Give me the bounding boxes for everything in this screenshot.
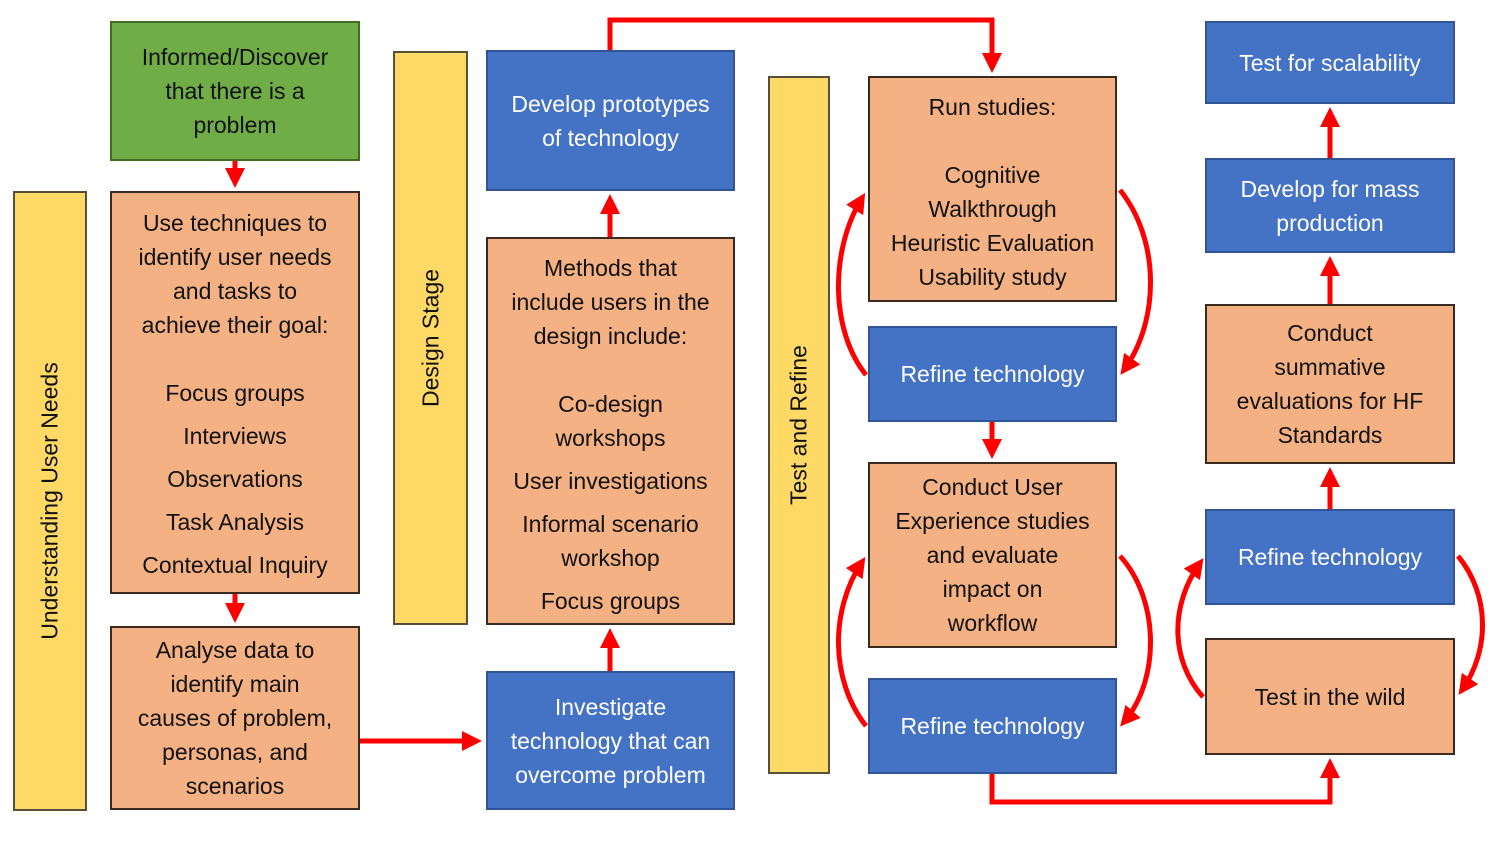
analyse-line-1: Analyse data to — [155, 637, 315, 663]
stage-design-bar: Design Stage — [393, 51, 468, 625]
informed-box: Informed/Discover that there is a proble… — [110, 21, 360, 161]
refine-technology-box-1: Refine technology — [868, 326, 1117, 422]
techniques-box: Use techniques to identify user needs an… — [110, 191, 360, 594]
analyse-line-5: scenarios — [185, 773, 285, 799]
analyse-box: Analyse data to identify main causes of … — [110, 626, 360, 810]
stage-test-refine-label: Test and Refine — [785, 345, 812, 505]
methods-item: Co-design — [558, 391, 663, 417]
run-studies-box: Run studies: Cognitive Walkthrough Heuri… — [868, 76, 1117, 302]
run-studies-item: Heuristic Evaluation — [890, 230, 1095, 256]
techniques-item: Observations — [167, 466, 303, 492]
techniques-intro-3: and tasks to — [172, 278, 298, 304]
stage-test-refine-bar: Test and Refine — [768, 76, 830, 774]
methods-item: workshops — [555, 425, 666, 451]
methods-item: Informal scenario — [522, 511, 699, 537]
investigate-line-2: technology that can — [510, 727, 711, 754]
ux-studies-line-4: impact on — [942, 576, 1043, 602]
prototypes-line-1: Develop prototypes — [511, 90, 710, 117]
arrow-loop-ux-right — [1118, 554, 1153, 727]
techniques-item: Task Analysis — [165, 509, 305, 535]
scalability-box: Test for scalability — [1205, 21, 1455, 104]
ux-studies-line-1: Conduct User — [922, 474, 1063, 500]
refine-technology-label: Refine technology — [900, 361, 1085, 387]
analyse-line-3: causes of problem, — [137, 705, 333, 731]
informed-line-2: that there is a — [165, 78, 305, 104]
test-wild-label: Test in the wild — [1254, 683, 1406, 710]
informed-line-1: Informed/Discover — [141, 44, 329, 70]
stage-understanding-bar: Understanding User Needs — [13, 191, 87, 811]
prototypes-box: Develop prototypes of technology — [486, 50, 735, 191]
techniques-item: Focus groups — [165, 380, 305, 406]
ux-studies-line-5: workflow — [947, 610, 1038, 636]
investigate-line-1: Investigate — [554, 693, 667, 720]
techniques-item: Interviews — [183, 423, 287, 449]
summative-box: Conduct summative evaluations for HF Sta… — [1205, 304, 1455, 464]
run-studies-item: Walkthrough — [928, 196, 1057, 222]
refine-technology-label: Refine technology — [900, 713, 1085, 739]
arrow-loop-wild-left — [1175, 558, 1205, 699]
arrow-loop-run-studies-right — [1118, 188, 1153, 375]
refine-technology-label: Refine technology — [1237, 544, 1423, 570]
analyse-line-2: identify main — [170, 671, 300, 697]
scalability-label: Test for scalability — [1239, 49, 1421, 76]
arrow-loop-refine-left-1 — [836, 192, 868, 377]
methods-item: User investigations — [513, 468, 708, 494]
techniques-intro-4: achieve their goal: — [141, 312, 329, 338]
arrow-loop-refine-left-2 — [836, 557, 868, 728]
informed-line-3: problem — [193, 112, 277, 138]
run-studies-title: Run studies: — [928, 94, 1057, 120]
summative-line-3: evaluations for HF — [1236, 388, 1424, 414]
stage-understanding-label: Understanding User Needs — [36, 362, 63, 640]
run-studies-item: Usability study — [918, 264, 1067, 290]
analyse-line-4: personas, and — [162, 739, 308, 765]
ux-studies-line-3: and evaluate — [926, 542, 1059, 568]
ux-studies-box: Conduct User Experience studies and eval… — [868, 462, 1117, 648]
prototypes-line-2: of technology — [542, 124, 679, 151]
run-studies-item: Cognitive — [944, 162, 1041, 188]
methods-intro-2: include users in the — [511, 289, 710, 315]
summative-line-1: Conduct — [1287, 320, 1373, 346]
techniques-intro-2: identify user needs — [138, 244, 332, 270]
test-wild-box: Test in the wild — [1205, 638, 1455, 755]
summative-line-2: summative — [1274, 354, 1386, 380]
ux-studies-line-2: Experience studies — [895, 508, 1090, 534]
methods-item: workshop — [561, 545, 660, 571]
stage-design-label: Design Stage — [417, 268, 443, 408]
mass-production-line-1: Develop for mass — [1240, 175, 1420, 202]
techniques-intro-1: Use techniques to — [142, 210, 328, 236]
methods-intro-1: Methods that — [544, 255, 677, 281]
methods-intro-3: design include: — [533, 323, 688, 349]
refine-technology-box-2: Refine technology — [868, 678, 1117, 774]
arrow-loop-refine-right-3 — [1456, 554, 1485, 695]
methods-box: Methods that include users in the design… — [486, 237, 735, 625]
summative-line-4: Standards — [1277, 422, 1383, 448]
investigate-line-3: overcome problem — [515, 761, 706, 788]
mass-production-line-2: production — [1276, 209, 1384, 236]
methods-item: Focus groups — [540, 588, 681, 614]
mass-production-box: Develop for mass production — [1205, 158, 1455, 253]
investigate-box: Investigate technology that can overcome… — [486, 671, 735, 810]
techniques-item: Contextual Inquiry — [142, 552, 328, 578]
refine-technology-box-3: Refine technology — [1205, 509, 1455, 605]
